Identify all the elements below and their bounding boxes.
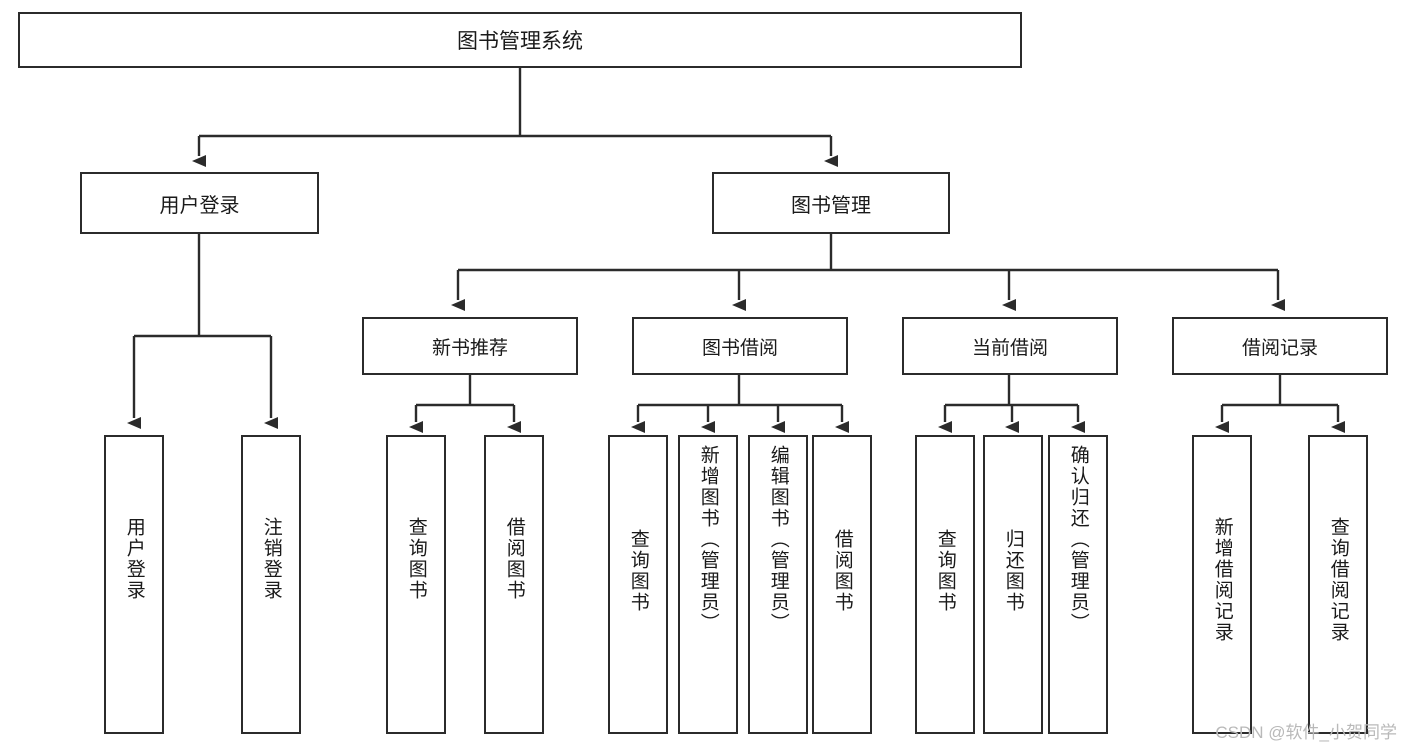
leaf-add-record-label: 新增借阅记录 xyxy=(1211,517,1233,643)
leaf-query-record-label: 查询借阅记录 xyxy=(1327,517,1349,643)
leaf-borrow-book-1-label: 借阅图书 xyxy=(503,517,525,601)
node-borrow-record[interactable]: 借阅记录 xyxy=(1172,317,1388,375)
leaf-confirm-return[interactable]: 确认归还（管理员） xyxy=(1048,435,1108,734)
node-root[interactable]: 图书管理系统 xyxy=(18,12,1022,68)
leaf-borrow-book-2-label: 借阅图书 xyxy=(831,529,853,613)
node-new-book-recommend-label: 新书推荐 xyxy=(431,337,508,359)
node-book-management-label: 图书管理 xyxy=(791,194,871,217)
leaf-add-record[interactable]: 新增借阅记录 xyxy=(1192,435,1252,734)
leaf-edit-book-label: 编辑图书（管理员） xyxy=(767,445,789,634)
leaf-return-book-label: 归还图书 xyxy=(1002,529,1024,613)
node-new-book-recommend[interactable]: 新书推荐 xyxy=(362,317,578,375)
node-borrow-record-label: 借阅记录 xyxy=(1241,337,1318,359)
node-user-login-label: 用户登录 xyxy=(159,194,240,217)
node-book-management[interactable]: 图书管理 xyxy=(712,172,950,234)
leaf-borrow-book-2[interactable]: 借阅图书 xyxy=(812,435,872,734)
leaf-user-login-label: 用户登录 xyxy=(123,517,145,601)
leaf-query-book-1-label: 查询图书 xyxy=(405,517,427,601)
node-book-borrow[interactable]: 图书借阅 xyxy=(632,317,848,375)
watermark-text: CSDN @软件_小贺同学 xyxy=(1215,723,1397,742)
leaf-borrow-book-1[interactable]: 借阅图书 xyxy=(484,435,544,734)
leaf-logout[interactable]: 注销登录 xyxy=(241,435,301,734)
leaf-query-book-3[interactable]: 查询图书 xyxy=(915,435,975,734)
leaf-return-book[interactable]: 归还图书 xyxy=(983,435,1043,734)
leaf-query-book-2-label: 查询图书 xyxy=(627,529,649,613)
leaf-user-login[interactable]: 用户登录 xyxy=(104,435,164,734)
leaf-add-book-label: 新增图书（管理员） xyxy=(697,445,719,634)
node-book-borrow-label: 图书借阅 xyxy=(701,337,778,359)
leaf-add-book[interactable]: 新增图书（管理员） xyxy=(678,435,738,734)
node-current-borrow-label: 当前借阅 xyxy=(971,337,1048,359)
leaf-edit-book[interactable]: 编辑图书（管理员） xyxy=(748,435,808,734)
node-root-label: 图书管理系统 xyxy=(457,30,583,53)
leaf-confirm-return-label: 确认归还（管理员） xyxy=(1067,445,1089,634)
node-user-login[interactable]: 用户登录 xyxy=(80,172,319,234)
leaf-query-record[interactable]: 查询借阅记录 xyxy=(1308,435,1368,734)
leaf-query-book-1[interactable]: 查询图书 xyxy=(386,435,446,734)
leaf-logout-label: 注销登录 xyxy=(260,517,282,601)
leaf-query-book-3-label: 查询图书 xyxy=(934,529,956,613)
node-current-borrow[interactable]: 当前借阅 xyxy=(902,317,1118,375)
leaf-query-book-2[interactable]: 查询图书 xyxy=(608,435,668,734)
